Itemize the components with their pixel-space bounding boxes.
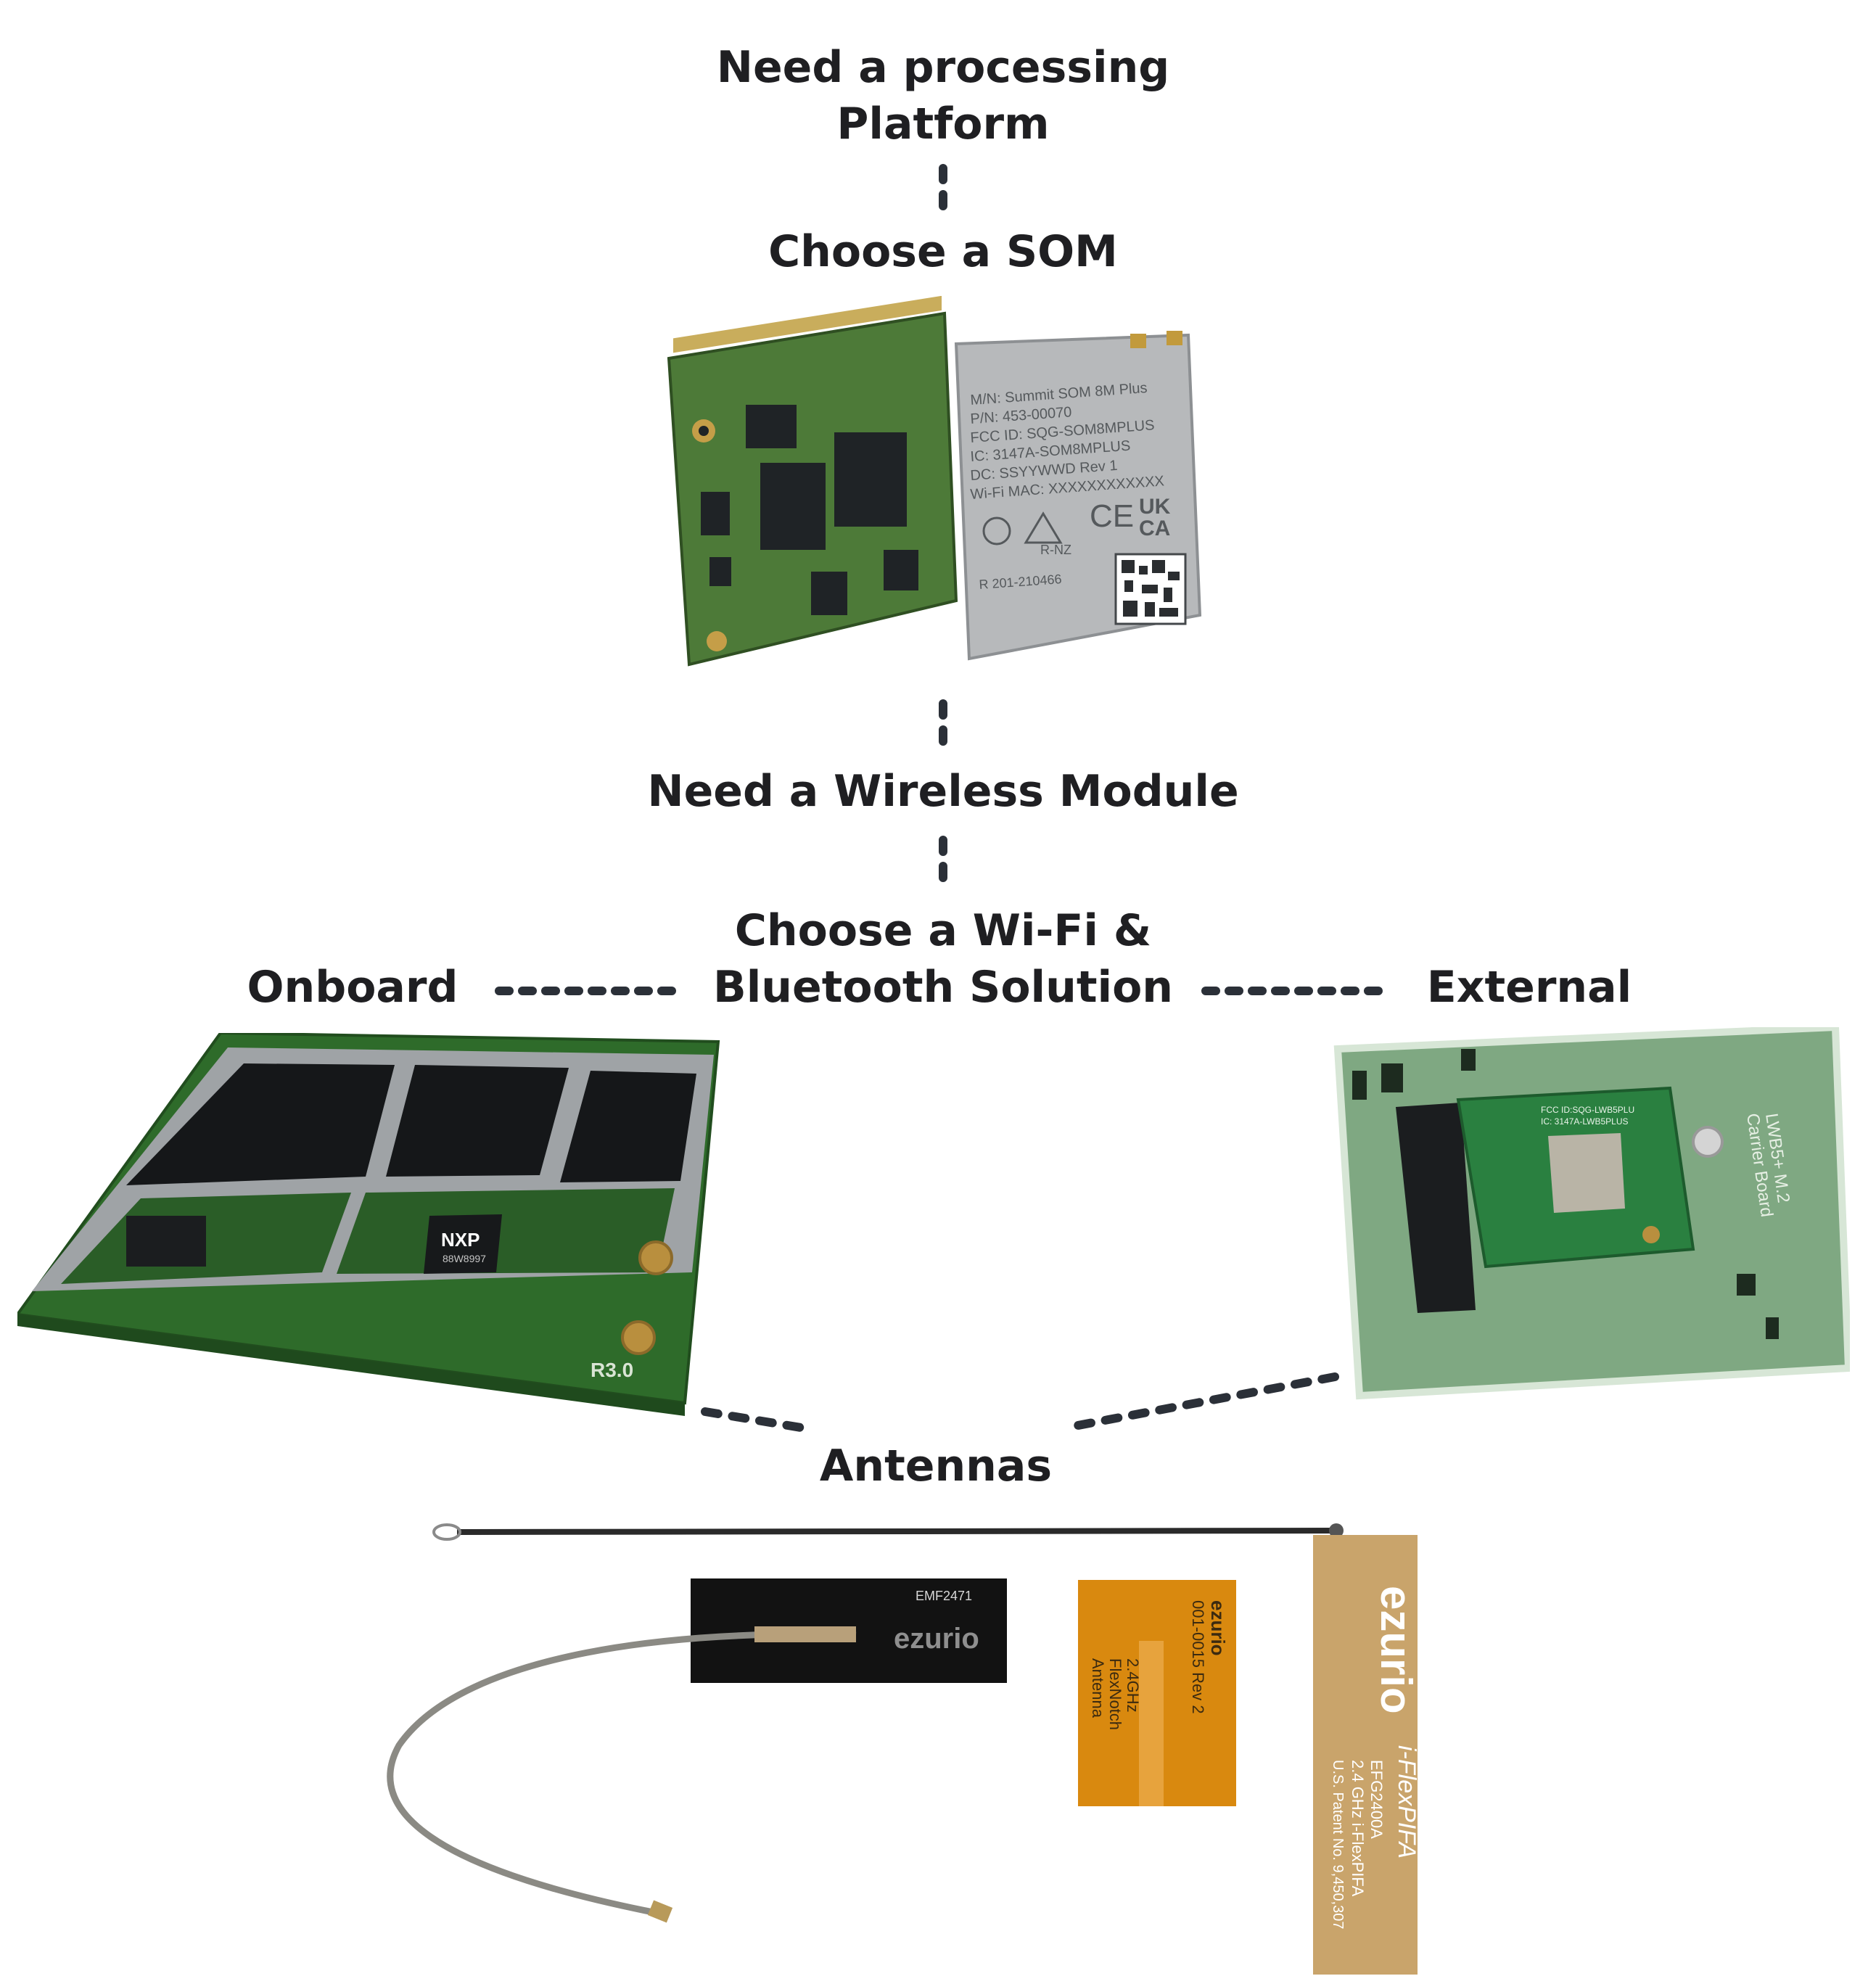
external-m2-socket <box>1396 1103 1476 1313</box>
external-module-shield <box>1548 1133 1625 1213</box>
orange-antenna-part: 001-0015 Rev 2 <box>1189 1600 1207 1714</box>
som-rcm-icon <box>1024 511 1063 544</box>
gold-antenna-part: EFG2400A <box>1367 1760 1386 1839</box>
som-label-ce: CE <box>1090 498 1134 534</box>
gold-antenna-desc: 2.4 GHz i-FlexPIFA <box>1349 1760 1367 1897</box>
onboard-rev-label: R3.0 <box>591 1359 633 1381</box>
antenna-orange-flexnotch: ezurio 001-0015 Rev 2 2.4GHz FlexNotch A… <box>1078 1580 1236 1806</box>
orange-antenna-kind: Antenna <box>1089 1658 1107 1718</box>
external-module-image: LWB5+ M.2 Carrier Board FCC ID:SQG-LWB5P… <box>1330 1027 1850 1404</box>
gold-antenna-series: i-FlexPIFA <box>1393 1745 1420 1858</box>
heading-choose-wifi-bt-line2: Bluetooth Solution <box>712 962 1173 1013</box>
heading-choose-som: Choose a SOM <box>768 226 1118 277</box>
som-module-image: M/N: Summit SOM 8M Plus P/N: 453-00070 F… <box>666 296 1211 673</box>
gold-antenna-patent: U.S. Patent No. 9,450,307 <box>1330 1760 1346 1930</box>
label-external: External <box>1426 962 1632 1013</box>
external-module-fcc: FCC ID:SQG-LWB5PLU <box>1541 1105 1634 1115</box>
som-weee-icon <box>982 516 1011 546</box>
som-label-rnz: R-NZ <box>1040 543 1071 557</box>
onboard-nxp-chip: NXP 88W8997 <box>424 1214 502 1274</box>
heading-need-processing: Need a processing Platform <box>653 39 1233 152</box>
antenna-gold-pifa: ezurio i-FlexPIFA EFG2400A 2.4 GHz i-Fle… <box>1313 1535 1420 1975</box>
heading-choose-wifi-bt: Choose a Wi-Fi & Bluetooth Solution <box>653 902 1233 1016</box>
antennas-drawing: EMF2471 ezurio ezurio 001-0015 Rev 2 2.4… <box>387 1523 1420 1975</box>
som-label-uk: UK <box>1139 495 1171 519</box>
som-label-ukca: UK CA <box>1139 495 1177 540</box>
black-antenna-model: EMF2471 <box>916 1589 972 1603</box>
connector-external-antennas <box>1062 1372 1339 1432</box>
external-module-drawing: LWB5+ M.2 Carrier Board FCC ID:SQG-LWB5P… <box>1333 1027 1850 1400</box>
onboard-module-drawing: NXP 88W8997 R3.0 <box>17 1033 720 1416</box>
heading-antennas: Antennas <box>819 1441 1053 1491</box>
onboard-chip-part: 88W8997 <box>443 1253 486 1264</box>
heading-need-processing-line1: Need a processing <box>716 42 1170 93</box>
pifa-cable <box>456 1528 1336 1535</box>
antenna-black-flex: EMF2471 ezurio <box>387 1578 1007 1923</box>
onboard-module-image: NXP 88W8997 R3.0 <box>17 1033 721 1417</box>
orange-antenna-brand: ezurio <box>1207 1600 1229 1656</box>
heading-need-processing-line2: Platform <box>836 99 1050 149</box>
heading-choose-wifi-bt-line1: Choose a Wi-Fi & <box>734 905 1152 956</box>
black-antenna-brand: ezurio <box>894 1623 979 1655</box>
som-label-ca: CA <box>1139 516 1170 540</box>
external-module-ic: IC: 3147A-LWB5PLUS <box>1541 1116 1629 1127</box>
antennas-image: EMF2471 ezurio ezurio 001-0015 Rev 2 2.4… <box>377 1506 1465 1976</box>
gold-antenna-brand: ezurio <box>1372 1586 1420 1714</box>
connector-onboard-antennas <box>701 1407 805 1432</box>
heading-need-wireless: Need a Wireless Module <box>647 766 1239 817</box>
black-antenna-cable <box>387 1631 857 1916</box>
orange-antenna-name: FlexNotch <box>1106 1658 1124 1730</box>
label-onboard: Onboard <box>247 962 458 1013</box>
orange-antenna-freq: 2.4GHz <box>1124 1658 1142 1713</box>
onboard-chip-brand: NXP <box>441 1229 480 1251</box>
som-module-drawing: M/N: Summit SOM 8M Plus P/N: 453-00070 F… <box>667 296 1202 667</box>
